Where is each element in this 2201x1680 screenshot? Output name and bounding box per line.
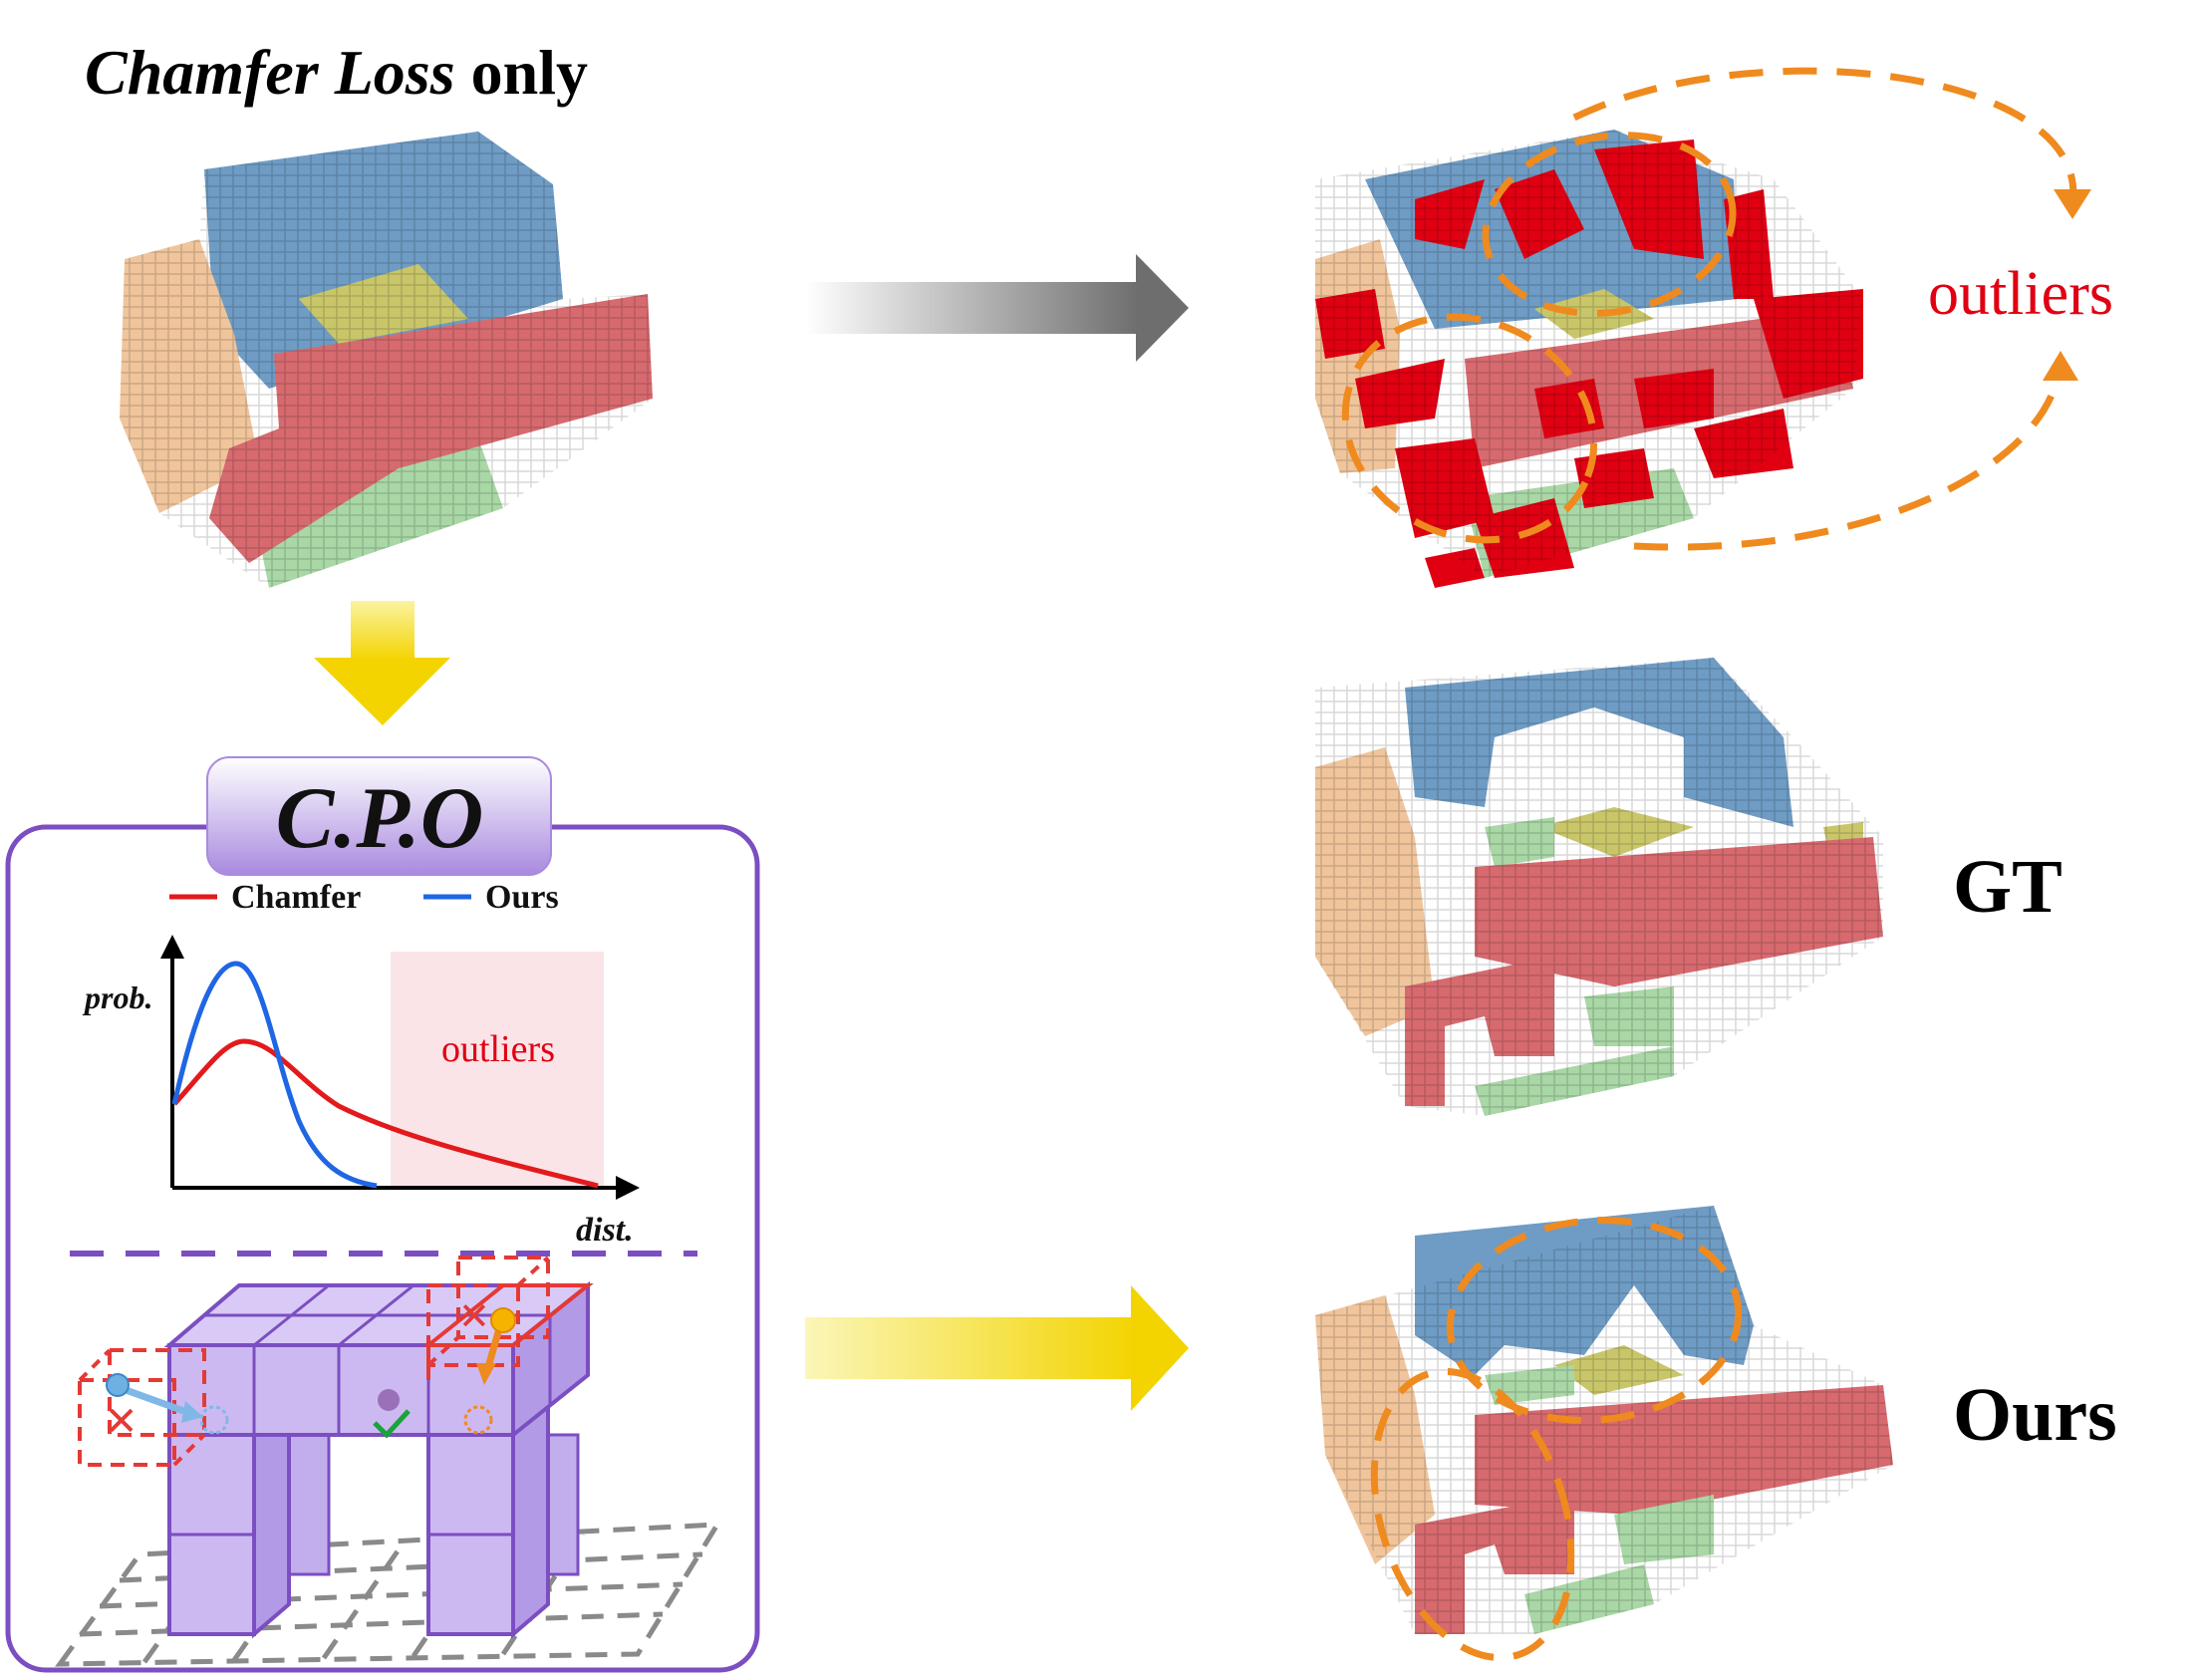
x-axis-label: dist. — [576, 1212, 634, 1249]
legend-label-chamfer: Chamfer — [231, 879, 361, 916]
y-axis-arrowhead — [160, 935, 184, 959]
cpo-badge: C.P.O — [206, 756, 552, 876]
page-title: Chamfer Loss only — [85, 37, 588, 108]
gt-label: GT — [1953, 845, 2063, 929]
outlier-arrowhead-upper — [2054, 189, 2091, 219]
voxel-scene-ours — [1315, 1206, 1893, 1662]
blue-point-arrow — [116, 1383, 191, 1417]
accept-check-icon — [373, 1409, 411, 1439]
fixed-region-circle-upper — [1446, 1217, 1743, 1424]
blue-point — [106, 1373, 130, 1397]
y-axis-label: prob. — [82, 980, 152, 1015]
plot-legend: Chamfer Ours — [169, 879, 559, 916]
outlier-curve-lower — [1633, 360, 2064, 551]
orange-point — [490, 1307, 516, 1333]
gray-arrow — [805, 254, 1189, 362]
outlier-voxel-left: ✕ — [78, 1348, 206, 1467]
voxel-scene-outliers — [1315, 67, 2091, 588]
voxel-scene-chamfer — [120, 132, 653, 588]
cube-illustration: ✕ ✕ — [55, 1256, 722, 1667]
outlier-region — [391, 952, 604, 1189]
outlier-region-label: outliers — [441, 1028, 555, 1070]
yellow-down-arrow — [314, 601, 450, 725]
x-axis-arrowhead — [616, 1176, 640, 1200]
outlier-arrowhead-lower — [2043, 351, 2078, 381]
fixed-region-circle-lower — [1370, 1367, 1575, 1662]
yellow-right-arrow — [805, 1285, 1189, 1411]
cpo-badge-text: C.P.O — [276, 770, 484, 867]
purple-point — [378, 1389, 400, 1411]
distribution-plot: outliers prob. dist. — [82, 935, 640, 1249]
legend-label-ours: Ours — [485, 879, 559, 916]
outliers-label: outliers — [1928, 260, 2113, 328]
reject-mark: ✕ — [105, 1400, 138, 1444]
ours-curve — [171, 961, 378, 1189]
ours-label: Ours — [1953, 1373, 2117, 1457]
blue-target — [199, 1405, 229, 1435]
outlier-curve-upper — [1572, 67, 2077, 205]
voxel-scene-gt — [1315, 658, 1883, 1116]
chamfer-curve — [172, 1038, 599, 1189]
outlier-circle-upper — [1482, 132, 1737, 317]
orange-target — [463, 1405, 493, 1435]
